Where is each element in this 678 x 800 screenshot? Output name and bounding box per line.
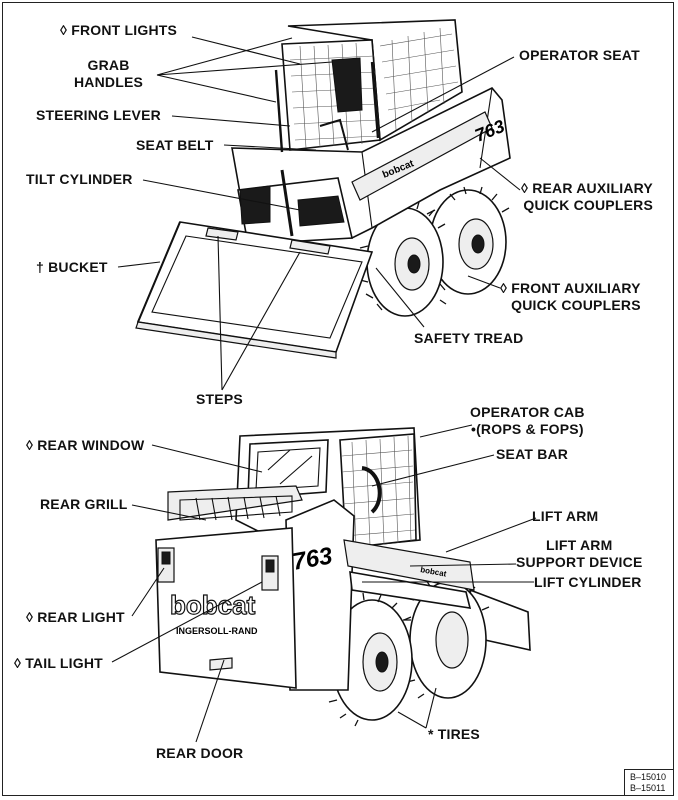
figure-reference-code-1: B–15010 (630, 772, 667, 782)
rear-view-loader: 763 bobcat bobcat INGERSOLL-RAND (155, 427, 531, 727)
label-tilt-cylinder: TILT CYLINDER (26, 171, 133, 187)
label-seat-bar: SEAT BAR (496, 446, 569, 462)
front-view-loader: bobcat 763 (135, 19, 511, 359)
label-rear-grill: REAR GRILL (40, 496, 128, 512)
label-rear-auxiliary-quick-couplers: ◊ REAR AUXILIARY QUICK COUPLERS (521, 180, 653, 213)
label-front-auxiliary-quick-couplers: ◊ FRONT AUXILIARY QUICK COUPLERS (500, 280, 641, 313)
label-operator-seat: OPERATOR SEAT (519, 47, 640, 63)
label-grab-handles: GRAB HANDLES (74, 57, 144, 90)
label-lift-cylinder: LIFT CYLINDER (534, 574, 642, 590)
figure-reference-code-2: B–15011 (630, 783, 666, 793)
label-safety-tread: SAFETY TREAD (414, 330, 524, 346)
label-tail-light: ◊ TAIL LIGHT (14, 655, 103, 671)
rear-view-right-tire (402, 574, 490, 699)
front-view-leader-lines (117, 36, 521, 391)
label-steps: STEPS (196, 391, 243, 407)
figure-reference-box: B–15010 B–15011 (624, 769, 674, 796)
label-operator-cab: OPERATOR CAB •(ROPS & FOPS) (470, 404, 585, 437)
label-rear-window: ◊ REAR WINDOW (26, 437, 145, 453)
front-view-front-tire (359, 201, 447, 317)
label-rear-door: REAR DOOR (156, 745, 244, 761)
label-tires: * TIRES (428, 726, 480, 742)
label-rear-light: ◊ REAR LIGHT (26, 609, 125, 625)
label-lift-arm-support-device: LIFT ARM SUPPORT DEVICE (516, 537, 643, 570)
rear-view-leader-lines (111, 424, 537, 743)
label-bucket: † BUCKET (36, 259, 108, 275)
label-seat-belt: SEAT BELT (136, 137, 214, 153)
rear-view-rear-door (155, 527, 297, 689)
label-steering-lever: STEERING LEVER (36, 107, 161, 123)
label-front-lights: ◊ FRONT LIGHTS (60, 22, 178, 38)
front-view-bucket (135, 221, 374, 359)
rear-view-maker-decal: INGERSOLL-RAND (176, 626, 258, 636)
rear-view-brand-decal: bobcat (170, 590, 256, 620)
front-view-cab-mesh (289, 27, 459, 149)
label-lift-arm: LIFT ARM (532, 508, 599, 524)
